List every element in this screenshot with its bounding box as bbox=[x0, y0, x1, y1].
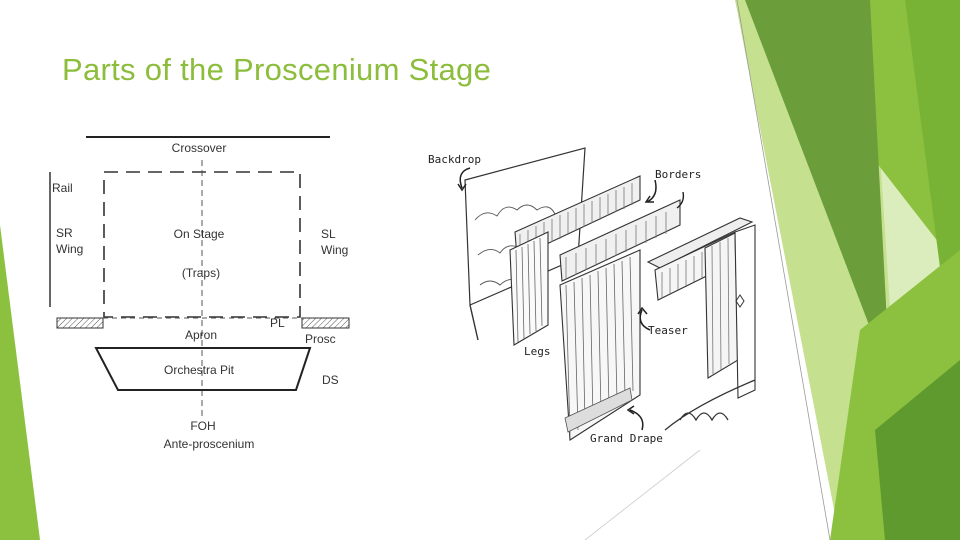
slide-title: Parts of the Proscenium Stage bbox=[62, 52, 492, 87]
proscenium-wall-left bbox=[56, 317, 104, 329]
label-grand-drape: Grand Drape bbox=[590, 432, 663, 445]
label-teaser: Teaser bbox=[648, 324, 688, 337]
label-prosc: Prosc bbox=[305, 332, 336, 346]
label-sr: SR bbox=[56, 226, 73, 240]
label-pl: PL bbox=[270, 316, 285, 330]
label-orchestra-pit: Orchestra Pit bbox=[164, 363, 235, 377]
label-crossover: Crossover bbox=[172, 141, 227, 155]
label-on-stage: On Stage bbox=[174, 227, 225, 241]
label-sl-wing: Wing bbox=[321, 243, 348, 257]
label-ds: DS bbox=[322, 373, 339, 387]
proscenium-wall-right bbox=[301, 317, 350, 329]
label-foh: FOH bbox=[190, 419, 215, 433]
label-borders: Borders bbox=[655, 168, 701, 181]
label-legs: Legs bbox=[524, 345, 551, 358]
arrow-icons bbox=[457, 167, 685, 431]
label-traps: (Traps) bbox=[182, 266, 220, 280]
deco-dark-triangle bbox=[745, 0, 890, 380]
label-backdrop: Backdrop bbox=[428, 153, 481, 166]
label-sr-wing: Wing bbox=[56, 242, 83, 256]
teaser-shape bbox=[646, 217, 754, 379]
deco-left-triangle bbox=[0, 225, 40, 540]
label-ante-proscenium: Ante-proscenium bbox=[164, 437, 255, 451]
label-sl: SL bbox=[321, 227, 336, 241]
label-rail: Rail bbox=[52, 181, 73, 195]
deco-thin-line bbox=[736, 0, 831, 540]
orchestra-pit bbox=[94, 347, 312, 391]
deco-thin-line-2 bbox=[584, 449, 701, 540]
proscenium-arch-shape bbox=[664, 224, 756, 431]
deco-bottom-dark-triangle bbox=[875, 360, 960, 540]
grand-drape-shape bbox=[559, 249, 641, 441]
legs-shape bbox=[509, 231, 549, 346]
label-apron: Apron bbox=[185, 328, 217, 342]
